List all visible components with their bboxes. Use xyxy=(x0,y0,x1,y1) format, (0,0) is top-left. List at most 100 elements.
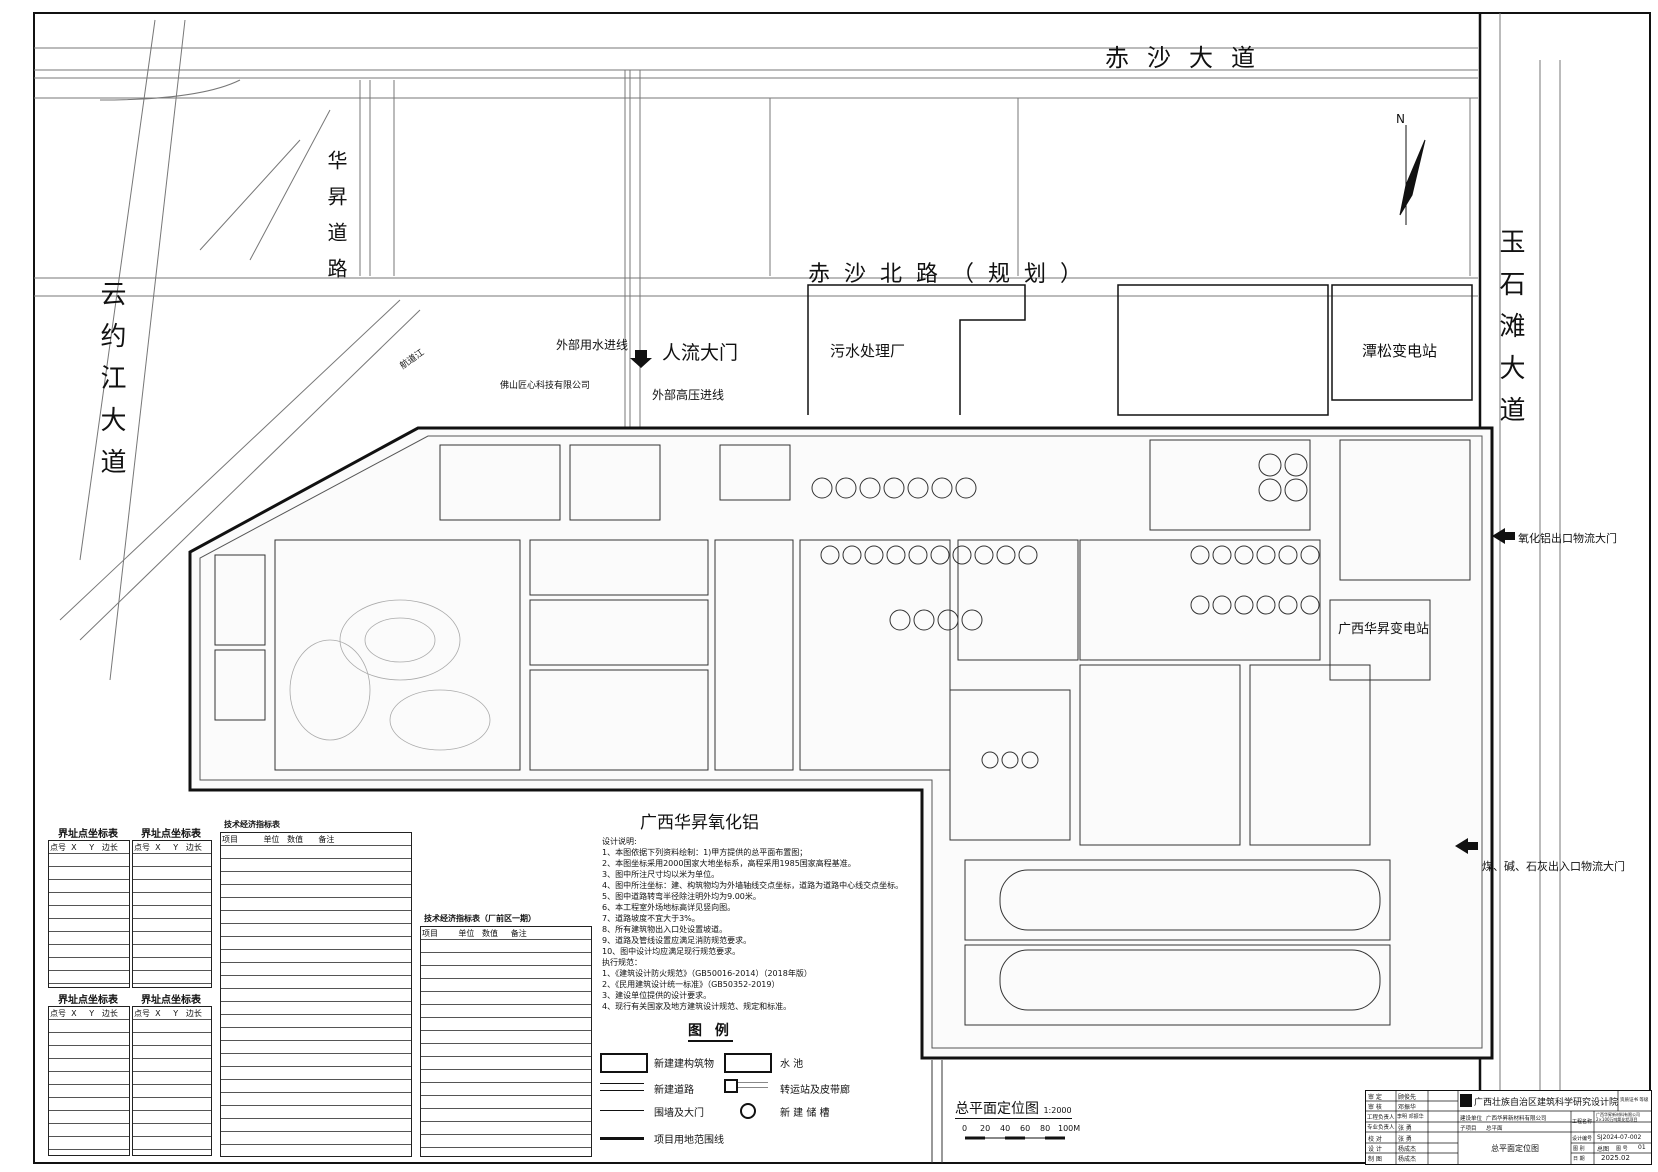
category-value: 总图 xyxy=(1597,1146,1610,1153)
sheet-value: 01 xyxy=(1638,1144,1646,1151)
table-title: 技术经济指标表（厂前区一期） xyxy=(424,914,536,923)
col-header: Y xyxy=(173,843,179,852)
table-title: 界址点坐标表 xyxy=(141,995,201,1006)
person-name: 邓振华 xyxy=(1398,1104,1417,1111)
col-header: 项目 xyxy=(222,835,238,844)
transfer-station-symbol xyxy=(724,1079,738,1093)
note-item: 8、所有建筑物出入口处设置坡道。 xyxy=(602,925,728,934)
buildings xyxy=(214,439,1471,1026)
col-header: Y xyxy=(89,1009,95,1018)
role-label: 设 计 xyxy=(1368,1146,1382,1153)
road-label-chisha-north-road: 赤沙北路（规划） xyxy=(808,262,1097,287)
drawing-border xyxy=(33,12,1651,1164)
neighbour-plots xyxy=(807,284,1473,416)
col-header: 点号 xyxy=(50,843,66,852)
table-header-row: 点号 X Y 边长 xyxy=(50,842,118,853)
col-header: Y xyxy=(89,843,95,852)
col-header: 边长 xyxy=(101,1009,118,1018)
table-title: 界址点坐标表 xyxy=(141,829,201,840)
coal-gate-label: 煤、碱、石灰出入口物流大门 xyxy=(1482,860,1625,873)
subproject-value: 总平面 xyxy=(1486,1126,1503,1132)
title-block: 审 定 审 核 工程负责人 专业负责人 校 对 设 计 制 图 顾俊先 邓振华 … xyxy=(1365,1090,1652,1165)
scale-tick: 80 xyxy=(1040,1124,1051,1133)
col-header: 边长 xyxy=(185,843,202,852)
subproject-label: 子项目 xyxy=(1460,1126,1477,1132)
boundary-table-4 xyxy=(132,1006,212,1156)
person-name: 杨成杰 xyxy=(1398,1146,1417,1153)
person-name: 杨成杰 xyxy=(1398,1156,1417,1163)
date-label: 日 期 xyxy=(1573,1156,1585,1162)
col-header: X xyxy=(71,843,77,852)
table-header-row: 点号 X Y 边长 xyxy=(134,842,202,853)
water-inlet-label: 外部用水进线 xyxy=(556,338,629,352)
note-item: 3、图中所注尺寸均以米为单位。 xyxy=(602,870,720,879)
wall-gate-symbol xyxy=(600,1110,644,1111)
hv-inlet-label: 外部高压进线 xyxy=(652,388,725,402)
design-notes: 设计说明: 1、本图依据下列资料绘制：1)甲方提供的总平面布置图； 2、本图坐标… xyxy=(602,836,903,1012)
boundary-line-symbol xyxy=(600,1137,644,1140)
note-item: 7、道路坡度不宜大于3%。 xyxy=(602,914,700,923)
pool-symbol xyxy=(724,1053,772,1073)
design-no-label: 设计编号 xyxy=(1572,1136,1593,1142)
road-label-huasheng-road: 华昇道路 xyxy=(324,150,348,294)
col-header: 备注 xyxy=(510,929,527,938)
new-building-symbol xyxy=(600,1053,648,1073)
institute-name: 广西壮族自治区建筑科学研究设计院 xyxy=(1474,1098,1619,1108)
col-header: 点号 xyxy=(134,843,150,852)
col-header: 备注 xyxy=(318,835,335,844)
role-label: 审 核 xyxy=(1368,1104,1382,1111)
date-value: 2025.02 xyxy=(1601,1154,1630,1162)
plan-title: 广西华昇氧化铝 xyxy=(640,813,759,833)
ref-item: 3、建设单位提供的设计要求。 xyxy=(602,991,712,1000)
road-label-yushitan-avenue: 玉石滩大道 xyxy=(1495,228,1525,438)
alumina-gate-label: 氧化铝出口物流大门 xyxy=(1518,532,1617,545)
note-item: 1、本图依据下列资料绘制：1)甲方提供的总平面布置图； xyxy=(602,848,808,857)
col-header: X xyxy=(155,843,161,852)
col-header: Y xyxy=(173,1009,179,1018)
col-header: 边长 xyxy=(101,843,118,852)
legend-label: 新建道路 xyxy=(654,1085,694,1096)
north-arrow-icon xyxy=(1399,125,1426,225)
person-name: 李明 邓振华 xyxy=(1397,1114,1424,1120)
neighbor-company-label: 佛山匠心科技有限公司 xyxy=(500,381,591,391)
table-header-row: 点号 X Y 边长 xyxy=(134,1008,202,1019)
person-name: 张 勇 xyxy=(1398,1125,1412,1132)
conveyor-symbol xyxy=(738,1082,768,1088)
note-item: 9、道路及管线设置应满足消防规范要求。 xyxy=(602,936,752,945)
project-boundary xyxy=(188,426,1494,1060)
ref-item: 1、《建筑设计防火规范》（GB50016-2014）（2018年版） xyxy=(602,969,812,978)
col-header: 单位 xyxy=(263,835,280,844)
new-road-symbol xyxy=(600,1083,644,1091)
ref-item: 4、现行有关国家及地方建筑设计规范、规定和标准。 xyxy=(602,1002,792,1011)
road-label-yunyuejiang-avenue: 云约江大道 xyxy=(96,280,126,490)
col-header: 点号 xyxy=(134,1009,150,1018)
boundary-table-1 xyxy=(48,840,130,988)
scale-title-text: 总平面定位图 xyxy=(955,1101,1039,1117)
qualification-label: 资质证书 等级 xyxy=(1620,1098,1649,1103)
gate-arrows xyxy=(630,350,1515,854)
notes-heading: 设计说明: xyxy=(602,837,637,846)
scale-tick: 40 xyxy=(1000,1124,1011,1133)
person-name: 顾俊先 xyxy=(1398,1094,1417,1101)
col-header: 点号 xyxy=(50,1009,66,1018)
col-header: 边长 xyxy=(185,1009,202,1018)
table-header-row: 项目 单位 数值 备注 xyxy=(222,834,335,845)
title-block-grid xyxy=(1366,1091,1651,1164)
boundary-table-3 xyxy=(48,1006,130,1156)
tech-index-table-1 xyxy=(220,832,412,1157)
people-gate-label: 人流大门 xyxy=(662,342,739,364)
col-header: X xyxy=(155,1009,161,1018)
col-header: 项目 xyxy=(422,929,438,938)
road-label-chisha-avenue: 赤沙大道 xyxy=(1105,44,1273,72)
legend-label: 新 建 储 槽 xyxy=(780,1108,830,1119)
note-item: 2、本图坐标采用2000国家大地坐标系，高程采用1985国家高程基准。 xyxy=(602,859,856,868)
table-title: 界址点坐标表 xyxy=(58,995,118,1006)
note-item: 4、图中所注坐标：建、构筑物均为外墙轴线交点坐标，道路为道路中心线交点坐标。 xyxy=(602,881,904,890)
design-no-value: SJ2024-07-002 xyxy=(1597,1134,1642,1141)
col-header: X xyxy=(71,1009,77,1018)
tansong-substation-label: 潭松变电站 xyxy=(1362,342,1438,360)
tech-index-table-2 xyxy=(420,926,592,1157)
sewage-plant-label: 污水处理厂 xyxy=(830,342,906,360)
role-label: 工程负责人 xyxy=(1367,1115,1395,1121)
legend-label: 围墙及大门 xyxy=(654,1108,704,1119)
